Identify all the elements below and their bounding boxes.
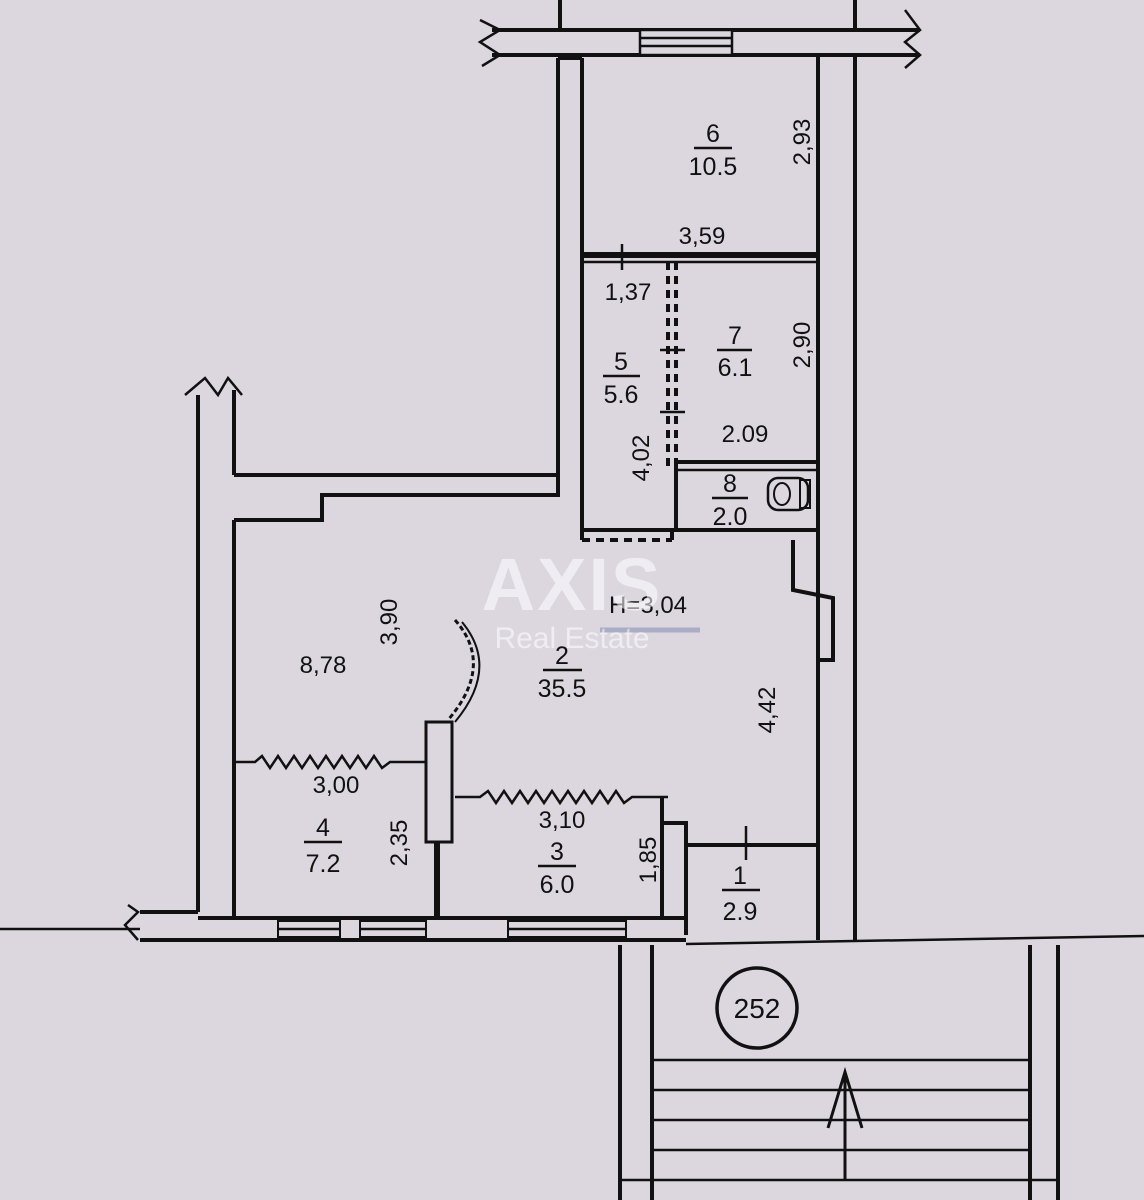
watermark-brand: AXIS <box>482 543 663 626</box>
entrance-stairs <box>618 945 1060 1200</box>
dim-4-02: 4,02 <box>628 435 655 482</box>
right-bump <box>791 540 835 662</box>
watermark-sub: Real Estate <box>494 622 649 655</box>
room-2-label: 2 35.5 <box>538 642 587 703</box>
room-3-label: 3 6.0 <box>538 838 576 899</box>
room-7-area: 6.1 <box>718 354 753 382</box>
left-outer-wall <box>123 375 243 941</box>
upper-partitions <box>582 244 818 542</box>
room-8-label: 8 2.0 <box>712 470 748 531</box>
bottom-windows <box>277 920 627 938</box>
dim-8-78: 8,78 <box>300 652 347 679</box>
bottom-wall <box>0 916 1144 946</box>
dim-3-10: 3,10 <box>539 807 586 834</box>
watermark: AXIS Real Estate <box>482 543 663 655</box>
riser-wall <box>232 56 584 540</box>
room-6-number: 6 <box>706 120 720 148</box>
dim-3-90: 3,90 <box>376 599 403 646</box>
ceiling-height: H=3,04 <box>609 592 687 619</box>
dim-2-35: 2,35 <box>386 820 413 867</box>
right-wall <box>816 55 857 940</box>
room-4-number: 4 <box>316 814 330 842</box>
toilet-icon <box>766 476 811 512</box>
room-6-area: 10.5 <box>689 153 738 181</box>
dim-2-09: 2.09 <box>722 421 769 448</box>
dim-3-59: 3,59 <box>679 223 726 250</box>
room-5-label: 5 5.6 <box>603 348 640 409</box>
unit-number-circle: 252 <box>715 966 799 1050</box>
room-6-label: 6 10.5 <box>689 120 738 181</box>
top-window <box>638 28 734 57</box>
door-arc <box>446 619 481 723</box>
dim-2-90: 2,90 <box>789 322 816 369</box>
room-8-area: 2.0 <box>713 503 748 531</box>
unit-number: 252 <box>734 993 781 1024</box>
room-4-area: 7.2 <box>306 850 341 878</box>
dim-1-85: 1,85 <box>635 837 662 884</box>
room-3-area: 6.0 <box>540 871 575 899</box>
room-1-label: 1 2.9 <box>722 862 760 926</box>
lower-partitions <box>234 720 818 935</box>
room-1-number: 1 <box>733 862 747 890</box>
dim-2-93: 2,93 <box>789 119 816 166</box>
room-3-number: 3 <box>550 838 564 866</box>
dim-3-00: 3,00 <box>313 772 360 799</box>
arrow-up-icon <box>826 1066 864 1180</box>
room-5-area: 5.6 <box>604 381 639 409</box>
dim-4-42: 4,42 <box>754 687 781 734</box>
room-5-number: 5 <box>614 348 628 376</box>
room-1-area: 2.9 <box>723 898 758 926</box>
room-7-number: 7 <box>728 322 742 350</box>
room-2-number: 2 <box>555 642 569 670</box>
room-2-area: 35.5 <box>538 675 587 703</box>
room-8-number: 8 <box>723 470 737 498</box>
room-7-label: 7 6.1 <box>717 322 752 382</box>
dim-1-37: 1,37 <box>605 279 652 306</box>
room-4-label: 4 7.2 <box>304 814 342 878</box>
